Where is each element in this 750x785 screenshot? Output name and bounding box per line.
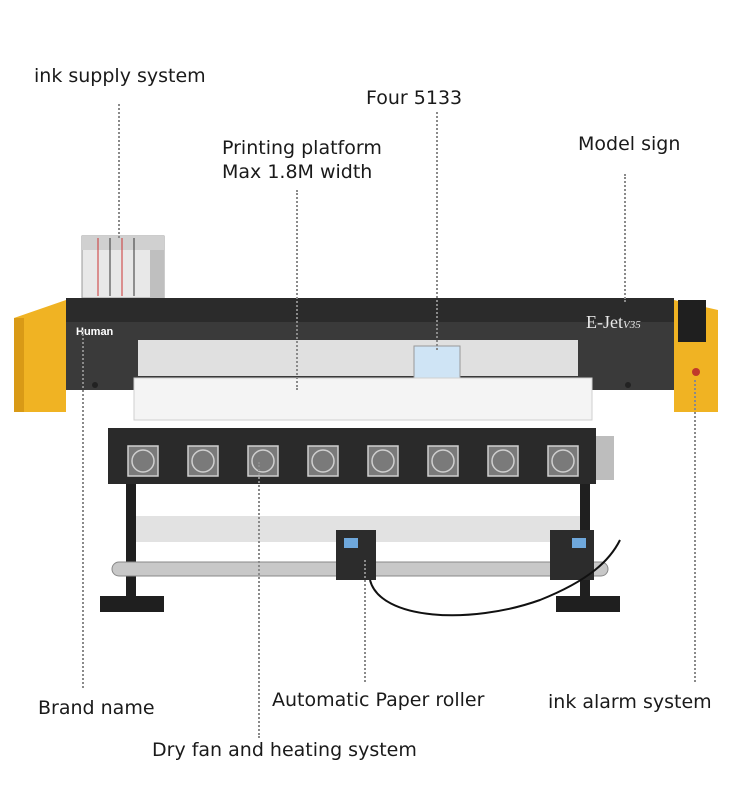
printing-platform [133, 377, 593, 421]
model-badge-suffix: V35 [622, 319, 641, 331]
label-model-sign: Model sign [578, 133, 681, 155]
control-panel [678, 300, 706, 342]
left-end-cap [14, 300, 66, 412]
label-printing-platform: Printing platform Max 1.8M width [222, 136, 382, 184]
label-brand-name: Brand name [38, 697, 155, 719]
dry-fan-unit [108, 428, 596, 484]
printer-top-cover [66, 298, 674, 322]
label-dry-fan: Dry fan and heating system [152, 739, 417, 761]
label-platform-line2: Max 1.8M width [222, 161, 373, 183]
leader-model-sign [624, 174, 626, 302]
carriage-rail [138, 340, 578, 376]
leader-paper-roller [364, 560, 366, 682]
print-head-carriage [413, 345, 461, 379]
label-four-heads: Four 5133 [366, 87, 463, 109]
roller-motor-left [336, 530, 376, 580]
leader-ink-alarm [694, 380, 696, 682]
model-badge-name: E-Jet [586, 312, 623, 332]
leader-dry-fan [258, 462, 260, 738]
label-platform-line1: Printing platform [222, 137, 382, 159]
leader-four-heads [436, 112, 438, 350]
leader-brand-name [82, 330, 84, 688]
label-paper-roller: Automatic Paper roller [272, 689, 485, 711]
model-badge: E-JetV35 [586, 312, 641, 333]
label-ink-supply: ink supply system [34, 65, 206, 87]
leader-ink-supply [118, 104, 120, 238]
roller-motor-right [550, 530, 594, 580]
label-ink-alarm: ink alarm system [548, 691, 712, 713]
ink-tank [81, 235, 165, 299]
brand-logo: Human [76, 326, 114, 338]
fan-row [127, 445, 579, 477]
leader-platform [296, 190, 298, 390]
